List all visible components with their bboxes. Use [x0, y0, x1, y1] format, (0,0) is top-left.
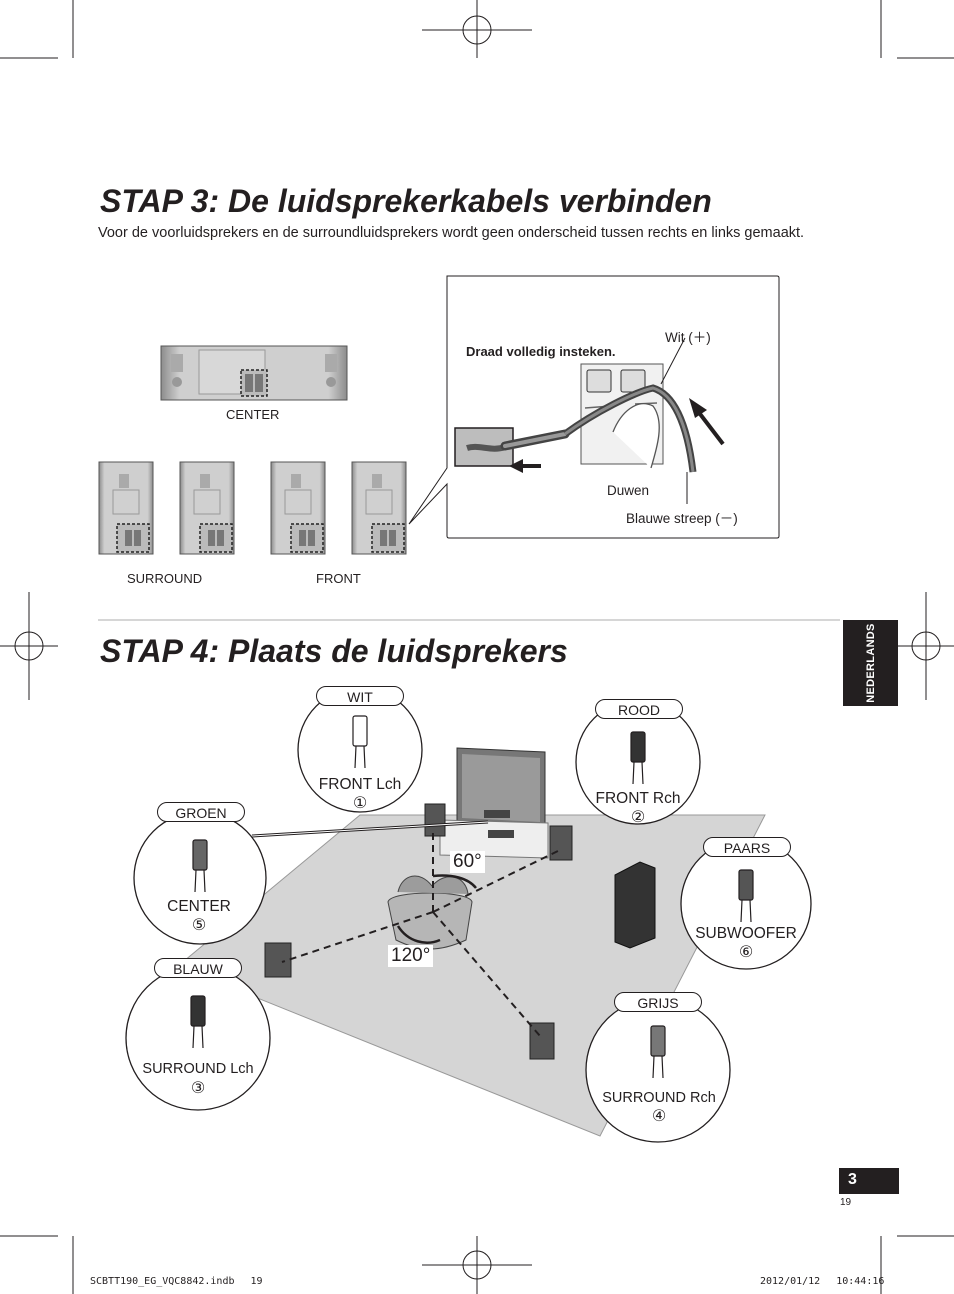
connector-num-1: ①	[352, 795, 368, 812]
tall-speaker-1	[98, 461, 154, 555]
front-right-speaker	[549, 825, 573, 861]
connector-num-3: ③	[190, 1080, 206, 1097]
tall-speaker-3	[270, 461, 326, 555]
surround-label: SURROUND	[127, 571, 203, 586]
step3-intro: Voor de voorluidsprekers en de surroundl…	[98, 225, 805, 241]
step4-title: STAP 4: Plaats de luidsprekers	[100, 633, 568, 669]
surround-right-speaker	[529, 1022, 555, 1060]
footer-file: SCBTT190_EG_VQC8842.indb 19	[90, 1276, 263, 1287]
connector-name-center: CENTER	[167, 898, 231, 915]
center-speaker	[160, 345, 348, 401]
connector-name-front-r: FRONT Rch	[595, 790, 681, 807]
tall-speaker-2	[179, 461, 235, 555]
angle-120-label: 120°	[388, 945, 434, 967]
angle-60-label: 60°	[450, 851, 485, 873]
connector-name-surround-r: SURROUND Rch	[602, 1090, 716, 1106]
language-tab: NEDERLANDS	[843, 620, 898, 706]
push-label: Duwen	[607, 483, 650, 498]
page-number-box: 3	[839, 1168, 899, 1194]
subwoofer	[614, 861, 656, 949]
connector-name-subwoofer: SUBWOOFER	[695, 925, 797, 942]
color-label-groen: GROEN	[157, 802, 245, 822]
tall-speaker-4	[351, 461, 407, 555]
instruction-label: Draad volledig insteken.	[466, 344, 616, 359]
speaker-placement-illustration	[125, 687, 812, 1143]
center-label: CENTER	[226, 407, 280, 422]
color-label-wit: WIT	[316, 686, 404, 706]
tv	[439, 747, 549, 859]
connector-num-6: ⑥	[738, 944, 754, 961]
surround-left-speaker	[264, 942, 292, 978]
color-label-paars: PAARS	[703, 837, 791, 857]
blue-stripe-label: Blauwe streep (－)	[626, 511, 738, 526]
page-number-small: 19	[840, 1197, 852, 1208]
connector-name-surround-l: SURROUND Lch	[142, 1061, 254, 1077]
color-label-rood: ROOD	[595, 699, 683, 719]
connector-num-4: ④	[651, 1108, 667, 1125]
section-divider	[98, 619, 840, 621]
color-label-grijs: GRIJS	[614, 992, 702, 1012]
terminal-detail-callout	[408, 275, 780, 539]
connector-num-2: ②	[630, 809, 646, 826]
front-label: FRONT	[316, 571, 361, 586]
white-plus-label: Wit (＋)	[665, 330, 711, 345]
connector-name-front-l: FRONT Lch	[318, 776, 402, 793]
connector-num-5: ⑤	[191, 917, 207, 934]
step3-title: STAP 3: De luidsprekerkabels verbinden	[100, 183, 712, 219]
footer-timestamp: 2012/01/12 10:44:16	[760, 1276, 885, 1287]
front-left-speaker	[424, 803, 446, 837]
speaker-terminals-illustration	[98, 345, 407, 555]
color-label-blauw: BLAUW	[154, 958, 242, 978]
